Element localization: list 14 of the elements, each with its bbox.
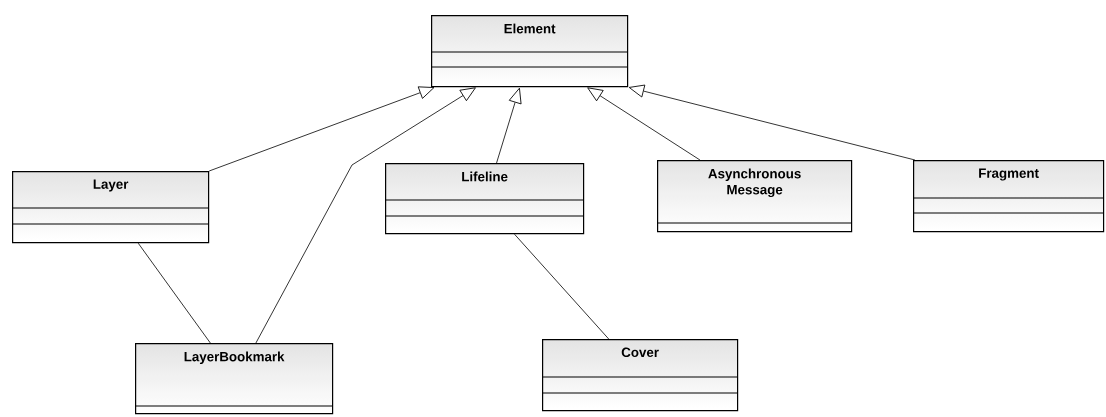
class-box: Layer: [11, 171, 210, 244]
class-box: Element: [430, 15, 629, 88]
class-box: Cover: [541, 339, 739, 412]
generalization-arrow: [587, 87, 701, 161]
class-box: LayerBookmark: [134, 343, 334, 415]
generalization-arrow: [208, 86, 435, 172]
generalization-arrow: [628, 84, 916, 161]
association-line: [514, 233, 610, 340]
class-box: Lifeline: [384, 163, 585, 235]
generalization-arrow: [255, 87, 476, 344]
generalization-arrow: [496, 87, 522, 164]
association-line: [137, 242, 211, 344]
class-box: Fragment: [912, 160, 1105, 233]
class-box: Asynchronous Message: [656, 160, 853, 233]
